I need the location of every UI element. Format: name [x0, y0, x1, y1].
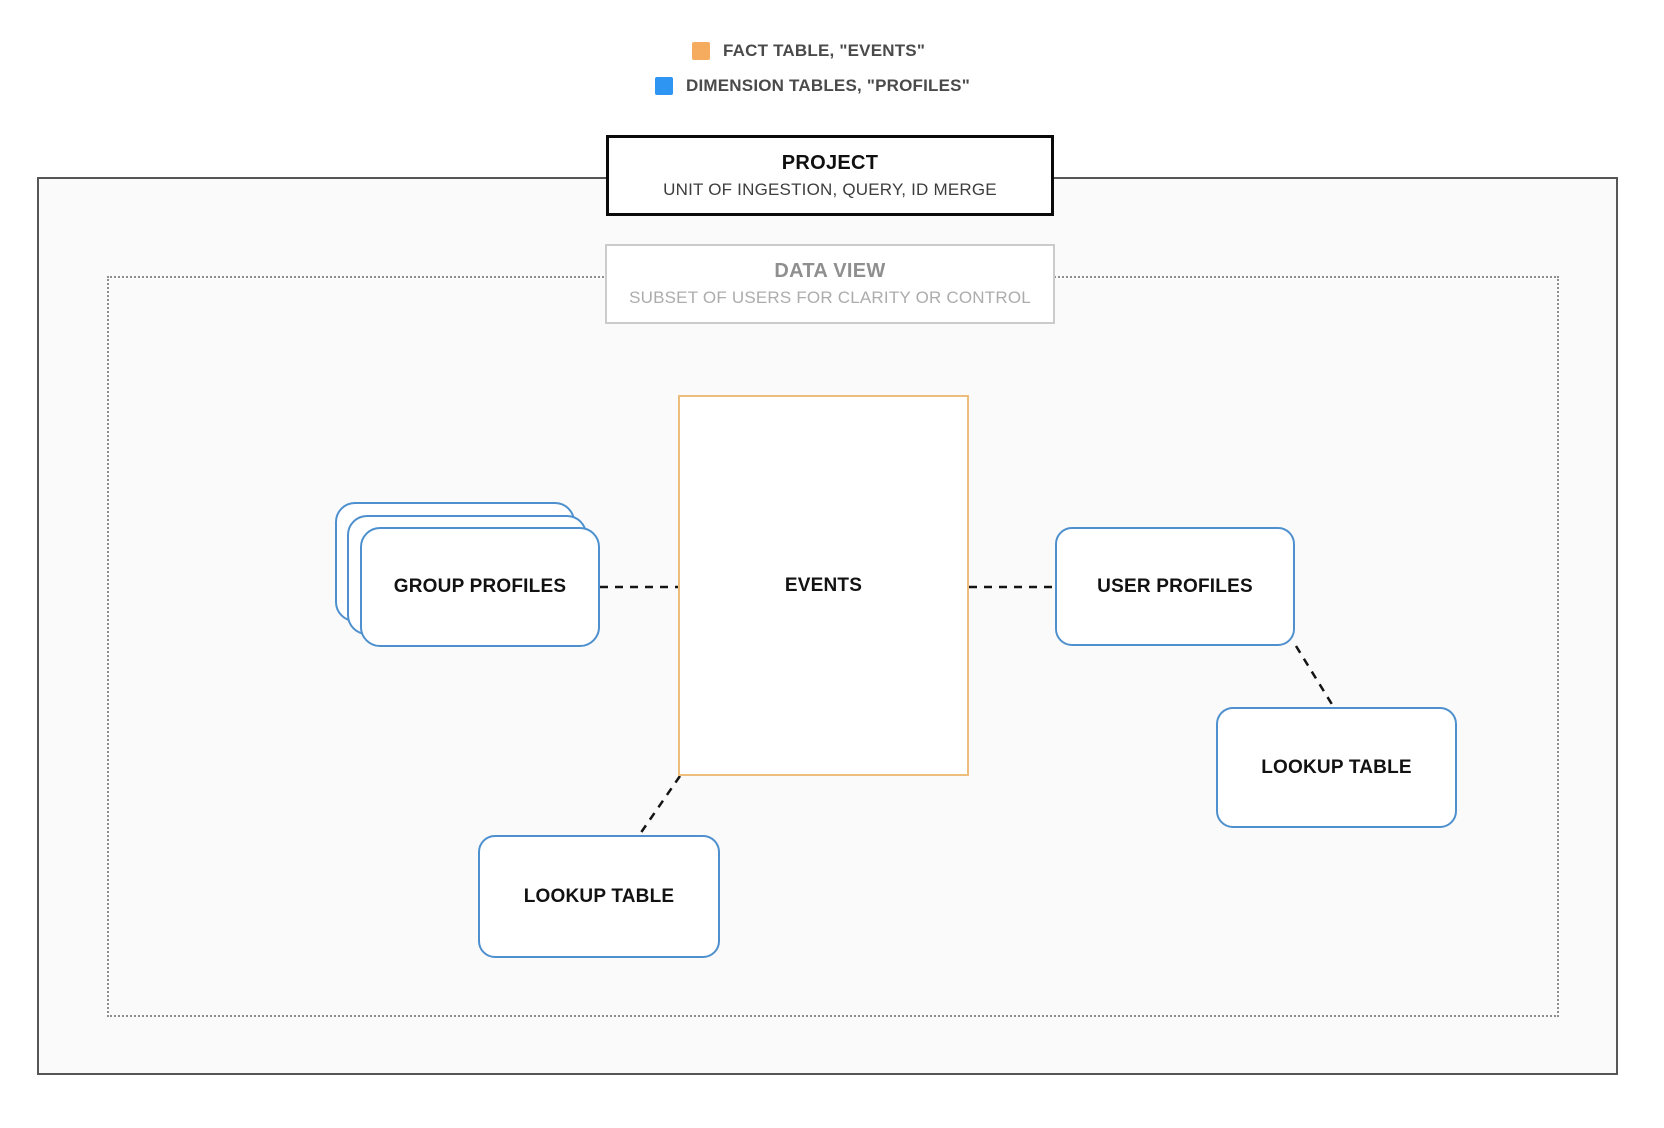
- data-view-box: DATA VIEW SUBSET OF USERS FOR CLARITY OR…: [605, 244, 1055, 324]
- project-title: PROJECT: [781, 151, 879, 174]
- fact-table-swatch: [692, 42, 710, 60]
- group-profiles-node: GROUP PROFILES: [360, 527, 600, 647]
- data-view-title: DATA VIEW: [774, 260, 886, 282]
- lookup-table-right-label: LOOKUP TABLE: [1261, 756, 1412, 778]
- events-label: EVENTS: [784, 574, 863, 596]
- dimension-tables-swatch: [655, 77, 673, 95]
- lookup-table-bottom-node: LOOKUP TABLE: [478, 835, 720, 958]
- user-profiles-node: USER PROFILES: [1055, 527, 1295, 646]
- legend-item-label: DIMENSION TABLES, "PROFILES": [686, 76, 970, 95]
- legend-item-label: FACT TABLE, "EVENTS": [723, 41, 926, 60]
- legend-item-dimension-tables: DIMENSION TABLES, "PROFILES": [655, 76, 970, 96]
- lookup-table-bottom-label: LOOKUP TABLE: [523, 885, 675, 907]
- group-profiles-label: GROUP PROFILES: [393, 576, 567, 597]
- user-profiles-label: USER PROFILES: [1097, 575, 1253, 597]
- lookup-table-right-node: LOOKUP TABLE: [1216, 707, 1457, 828]
- events-node: EVENTS: [678, 395, 969, 776]
- data-view-subtitle: SUBSET OF USERS FOR CLARITY OR CONTROL: [629, 288, 1031, 307]
- project-subtitle: UNIT OF INGESTION, QUERY, ID MERGE: [663, 179, 997, 199]
- legend-item-fact-table: FACT TABLE, "EVENTS": [692, 41, 925, 61]
- project-box: PROJECT UNIT OF INGESTION, QUERY, ID MER…: [606, 135, 1054, 216]
